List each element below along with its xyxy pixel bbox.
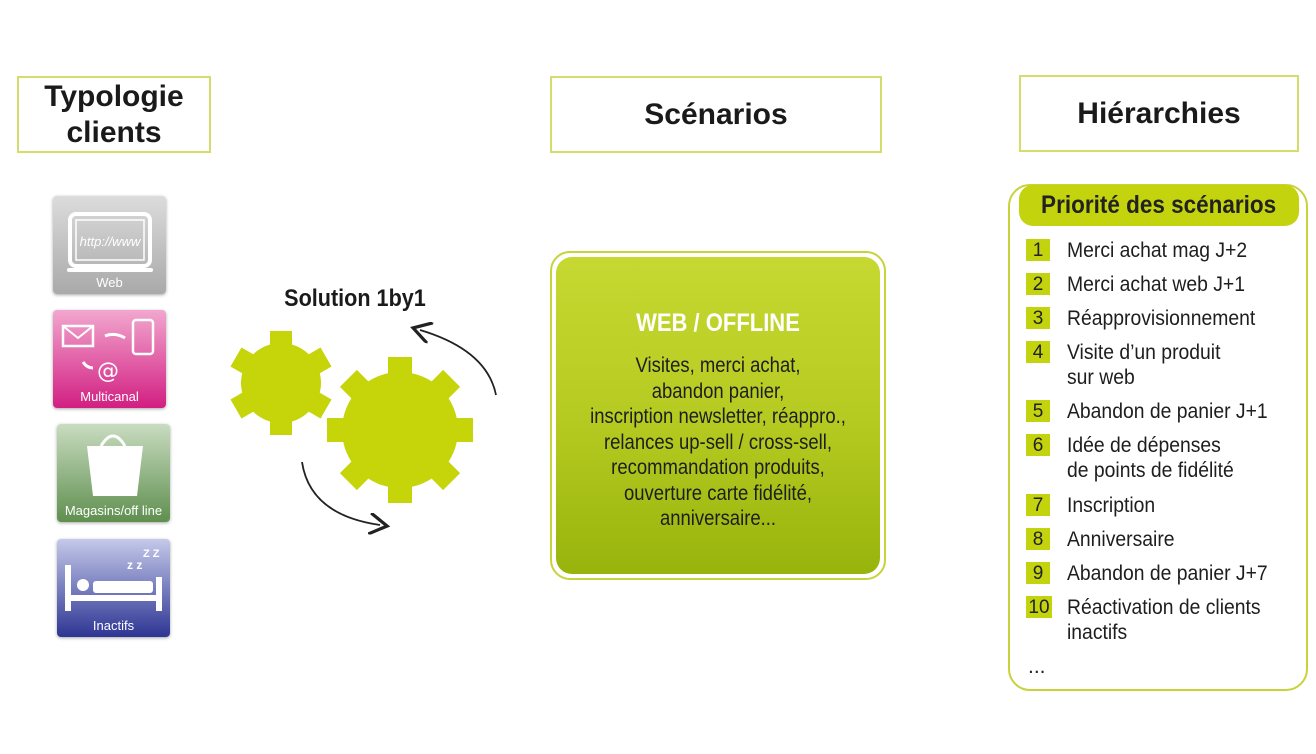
priority-text: Abandon de panier J+1 <box>1067 399 1268 423</box>
priority-text: Anniversaire <box>1067 527 1175 551</box>
priority-number: 2 <box>1026 273 1050 295</box>
priority-title: Priorité des scénarios <box>1019 185 1299 226</box>
priority-number: 7 <box>1026 494 1050 516</box>
svg-text:http://www: http://www <box>80 234 142 249</box>
priority-ellipsis: ... <box>1028 655 1046 678</box>
gears-illustration <box>230 320 497 540</box>
priority-number: 9 <box>1026 562 1050 584</box>
priority-text: Merci achat mag J+2 <box>1067 238 1248 262</box>
web-browser-icon: http://www <box>67 212 153 272</box>
priority-text: Abandon de panier J+7 <box>1067 561 1268 585</box>
priority-text: Visite d’un produit sur web <box>1067 340 1221 389</box>
priority-item: 2 Merci achat web J+1 <box>1026 272 1265 297</box>
priority-number: 5 <box>1026 400 1050 422</box>
priority-item: 6 Idée de dépenses de points de fidélité <box>1026 433 1252 483</box>
web-offline-description: Visites, merci achat, abandon panier, in… <box>575 353 860 532</box>
priority-item: 9 Abandon de panier J+7 <box>1026 561 1290 586</box>
sleeping-bed-icon: z z Z Z <box>65 548 162 611</box>
client-type-multicanal: @ Multicanal <box>53 310 166 408</box>
priority-item: 8 Anniversaire <box>1026 527 1187 552</box>
priority-item: 10 Réactivation de clients inactifs <box>1026 595 1282 645</box>
priority-text: Idée de dépenses de points de fidélité <box>1067 433 1234 482</box>
priority-number: 8 <box>1026 528 1050 550</box>
web-offline-line: relances up-sell / cross-sell, <box>603 430 833 454</box>
small-gear-icon <box>230 331 332 435</box>
svg-text:@: @ <box>97 359 119 384</box>
priority-text: Réapprovisionnement <box>1067 306 1256 330</box>
priority-item: 7 Inscription <box>1026 493 1165 518</box>
solution-label: Solution 1by1 <box>284 285 426 312</box>
priority-item: 3 Réapprovisionnement <box>1026 306 1276 331</box>
tile-label-web: Web <box>96 275 123 290</box>
priority-item: 5 Abandon de panier J+1 <box>1026 399 1290 424</box>
web-offline-line: Visites, merci achat, <box>635 354 801 377</box>
web-offline-line: ouverture carte fidélité, <box>624 481 812 505</box>
web-offline-line: recommandation produits, <box>611 456 825 479</box>
header-scenarios-text: Scénarios <box>644 97 788 131</box>
web-offline-line: anniversaire... <box>659 507 777 530</box>
priority-item: 1 Merci achat mag J+2 <box>1026 238 1267 263</box>
web-offline-line: abandon panier, <box>651 379 785 403</box>
priority-number: 10 <box>1026 596 1052 618</box>
web-offline-panel: WEB / OFFLINE Visites, merci achat, aban… <box>556 257 880 574</box>
client-type-web: http://www Web <box>53 196 166 294</box>
svg-text:Z Z: Z Z <box>143 548 160 560</box>
priority-number: 4 <box>1026 341 1050 363</box>
web-offline-line: inscription newsletter, réappro., <box>590 405 846 428</box>
client-type-inactifs: z z Z Z Inactifs <box>57 539 170 637</box>
multichannel-icon: @ <box>61 318 155 384</box>
tile-label-inactifs: Inactifs <box>92 618 135 633</box>
header-scenarios: Scénarios <box>550 76 882 153</box>
priority-number: 6 <box>1026 434 1050 456</box>
client-type-magasins: Magasins/off line <box>57 424 170 522</box>
priority-item: 4 Visite d’un produit sur web <box>1026 340 1238 390</box>
web-offline-box: WEB / OFFLINE Visites, merci achat, aban… <box>550 251 886 580</box>
priority-text: Réactivation de clients inactifs <box>1067 595 1261 644</box>
header-typologie-text: Typologie clients <box>44 79 184 149</box>
rotation-arrow-top-icon <box>420 330 497 396</box>
priority-title-text: Priorité des scénarios <box>1041 191 1277 219</box>
tile-label-magasins: Magasins/off line <box>64 503 163 518</box>
web-offline-title: WEB / OFFLINE <box>636 309 800 337</box>
shopping-bag-icon <box>87 434 143 496</box>
header-hierarchies-text: Hiérarchies <box>1077 96 1241 130</box>
rotation-arrow-bottom-icon <box>301 461 380 525</box>
tile-label-multicanal: Multicanal <box>80 389 139 404</box>
priority-text: Inscription <box>1067 493 1156 517</box>
header-hierarchies: Hiérarchies <box>1019 75 1299 152</box>
priority-number: 1 <box>1026 239 1050 261</box>
header-typologie: Typologie clients <box>17 76 211 153</box>
priority-number: 3 <box>1026 307 1050 329</box>
svg-text:z z: z z <box>127 558 142 572</box>
large-gear-icon <box>327 357 473 503</box>
priority-text: Merci achat web J+1 <box>1067 272 1246 296</box>
